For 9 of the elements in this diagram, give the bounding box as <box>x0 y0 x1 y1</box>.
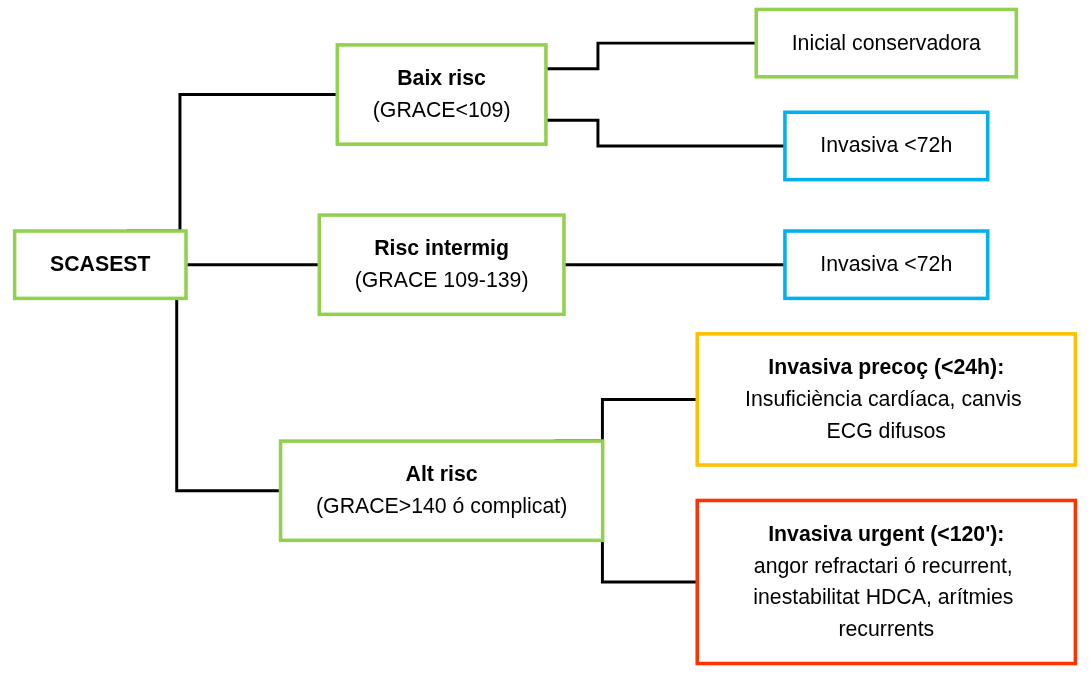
node-box <box>12 229 188 301</box>
node-box <box>783 110 990 182</box>
node-box <box>783 229 990 301</box>
node-box <box>695 498 1078 666</box>
node-box <box>278 439 605 543</box>
node-box <box>317 213 566 317</box>
node-box <box>335 43 548 146</box>
node-box <box>695 332 1078 467</box>
node-box <box>754 7 1019 79</box>
